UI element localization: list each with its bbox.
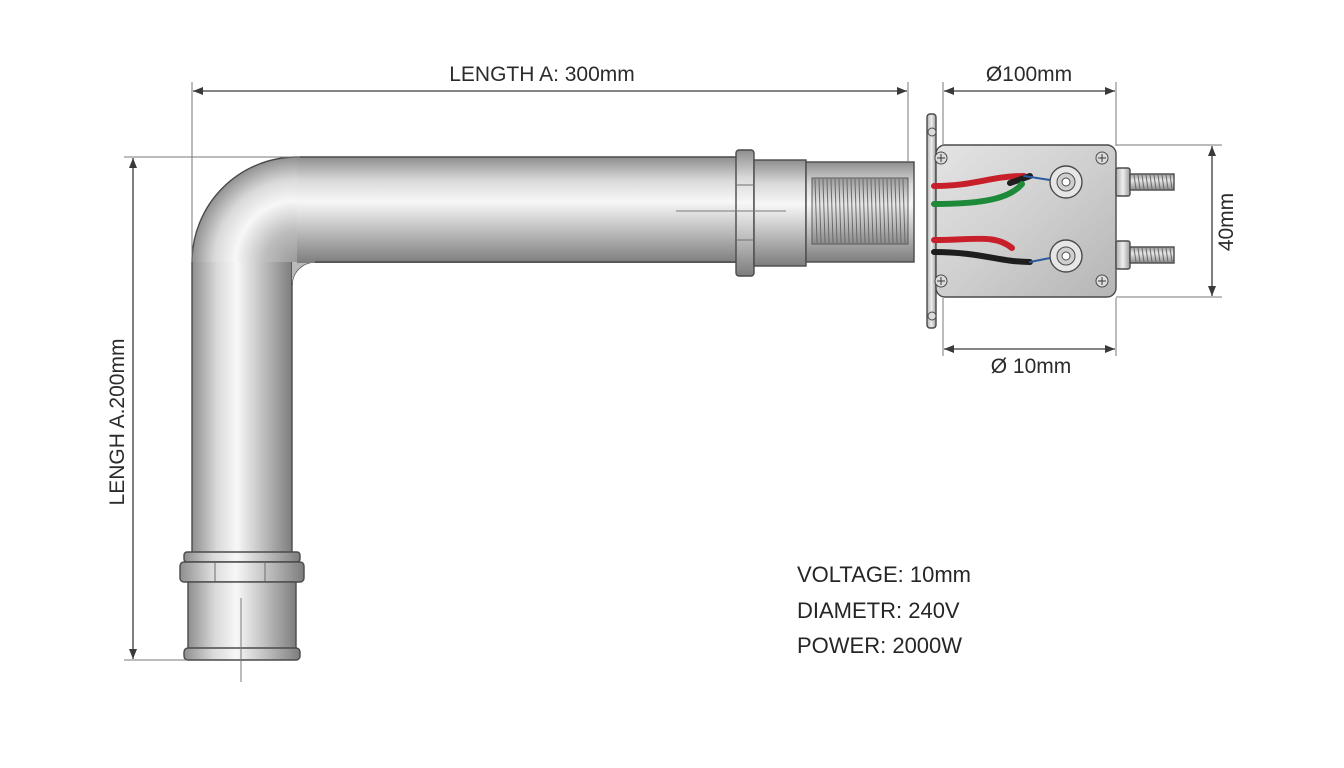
pipe-horizontal-leg — [297, 157, 737, 263]
spec-power: POWER: 2000W — [797, 633, 962, 658]
dimension-label-box-height: 40mm — [1215, 193, 1238, 251]
pipe-bend — [192, 157, 297, 262]
dimension-lines — [124, 82, 1222, 661]
pipe-nut — [735, 149, 807, 277]
spec-voltage: VOLTAGE: 10mm — [797, 562, 971, 587]
threaded-section — [805, 161, 915, 263]
pipe-vertical-leg — [192, 262, 292, 572]
bottom-collar — [179, 551, 305, 661]
dimension-label-diameter-top: Ø100mm — [986, 63, 1072, 86]
dimension-label-length-vertical: LENGH A.200mm — [106, 339, 129, 506]
terminal-stud-icon — [1115, 167, 1175, 270]
wiring — [931, 173, 1051, 265]
dimension-label-diameter-bottom: Ø 10mm — [991, 355, 1072, 378]
spec-diameter: DIAMETR: 240V — [797, 598, 960, 623]
mounting-plate — [926, 113, 937, 329]
terminal-box — [926, 113, 1175, 329]
spec-block: VOLTAGE: 10mm DIAMETR: 240V POWER: 2000W — [797, 562, 971, 658]
screw-icon — [927, 127, 1109, 321]
terminal-post-icon — [1049, 165, 1083, 273]
terminal-enclosure — [935, 144, 1117, 298]
dimension-label-length-horizontal: LENGTH A: 300mm — [449, 63, 635, 86]
elbow-pipe — [179, 149, 915, 682]
